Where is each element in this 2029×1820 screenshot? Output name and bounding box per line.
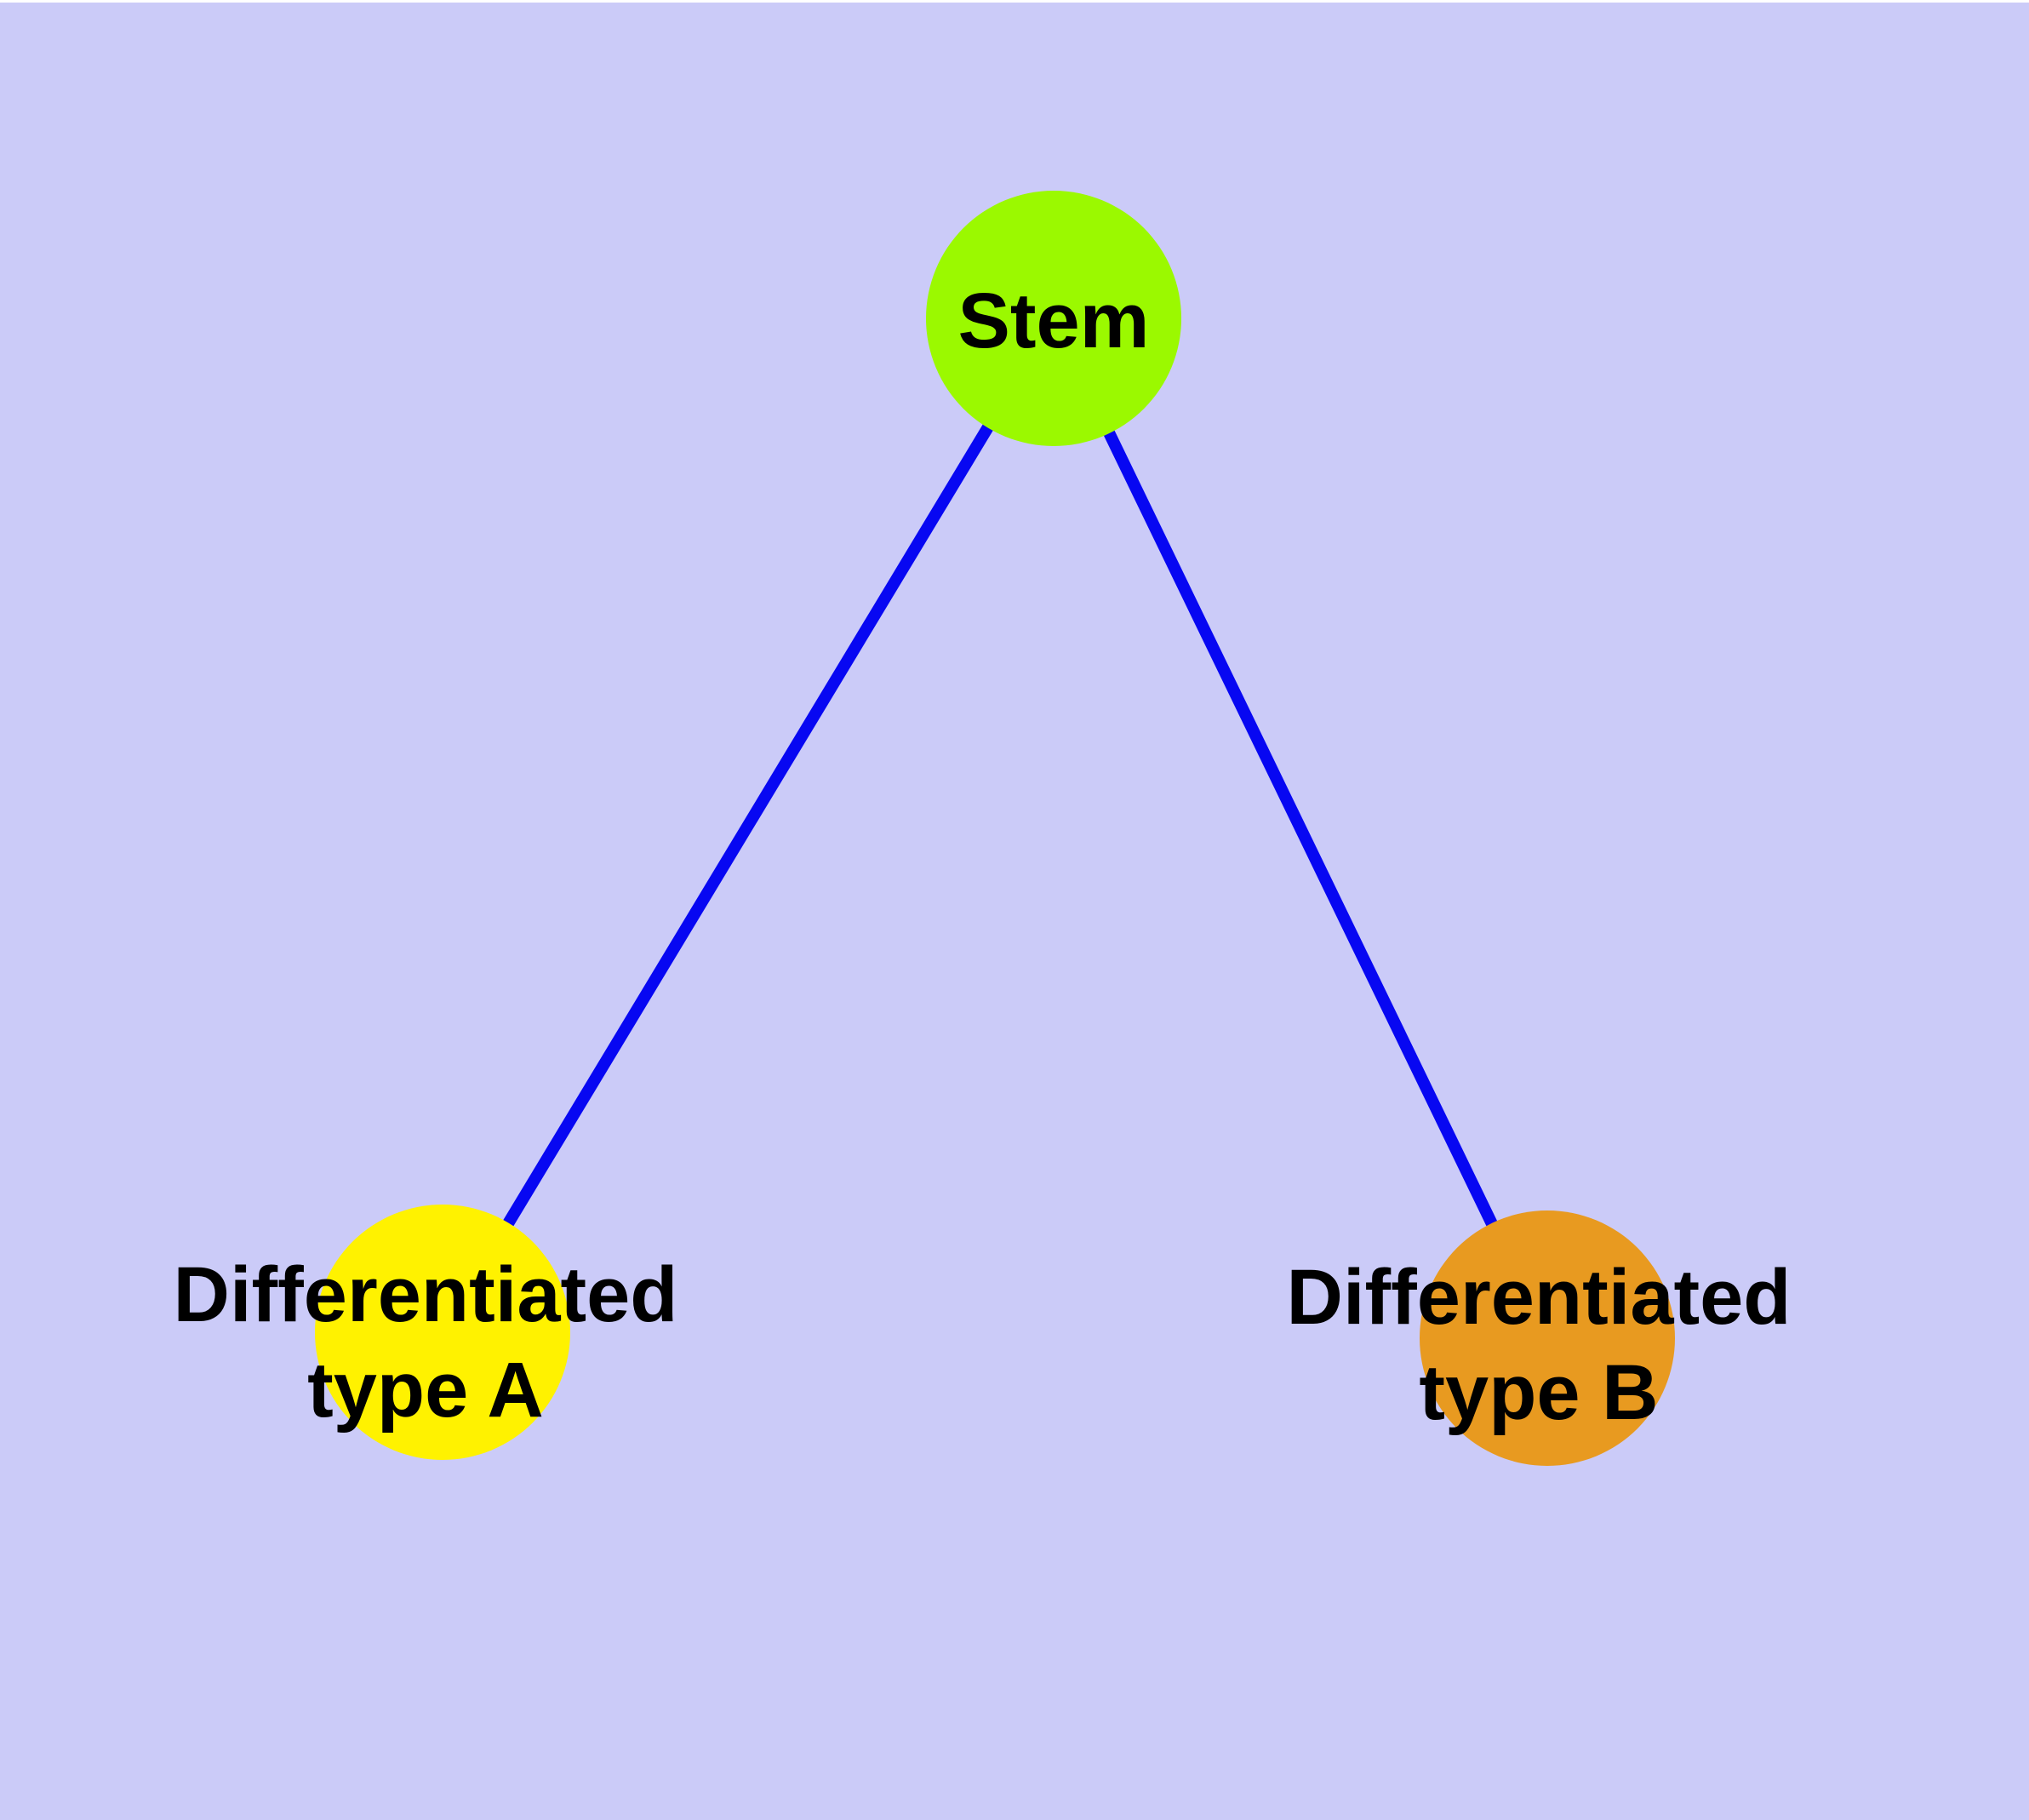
node-differentiated-type-b-label: Differentiated type B <box>1287 1250 1792 1440</box>
node-stem <box>926 191 1181 446</box>
node-differentiated-type-a-label: Differentiated type A <box>174 1247 678 1438</box>
edge-stem-to-type-a <box>437 315 1059 1336</box>
type-b-label-line-2: type B <box>1419 1349 1659 1436</box>
top-edge-strip <box>0 0 2029 3</box>
node-stem-label: Stem <box>958 273 1150 369</box>
node-stem-label-line: Stem <box>957 278 1150 364</box>
type-a-label-line-1: Differentiated <box>173 1251 678 1338</box>
node-differentiated-type-b <box>1420 1210 1675 1466</box>
type-b-label-line-1: Differentiated <box>1286 1254 1792 1341</box>
edge-stem-to-type-b <box>1048 315 1553 1342</box>
type-a-label-line-2: type A <box>307 1347 544 1434</box>
node-differentiated-type-a <box>315 1205 570 1460</box>
